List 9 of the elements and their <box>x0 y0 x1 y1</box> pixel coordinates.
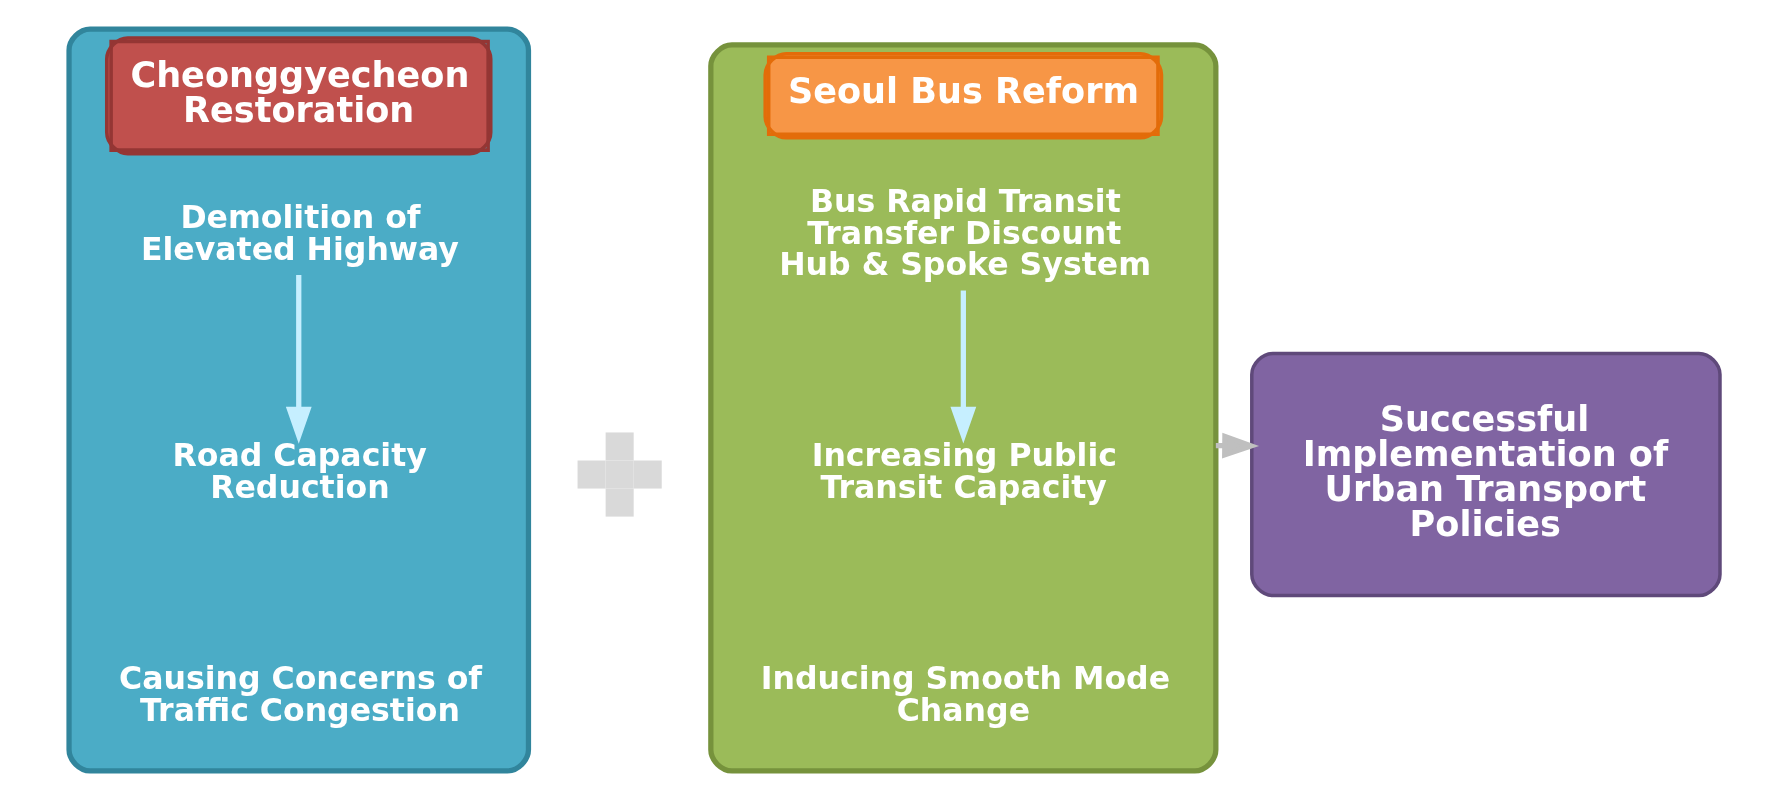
node-text: Road Capacity Reduction <box>172 437 427 506</box>
node-text: Inducing Smooth Mode Change <box>760 660 1171 728</box>
node-text: Causing Concerns of Traffic Congestion <box>119 660 483 728</box>
arrow <box>950 290 977 444</box>
node-text: Bus Rapid Transit Transfer Discount Hub & Spoke System <box>779 183 1152 283</box>
arrow <box>285 275 312 444</box>
node-text: Increasing Public Transit Capacity <box>811 437 1117 506</box>
node-text: Demolition of Elevated Highway <box>140 198 459 267</box>
node-box: Successful Implementation of Urban Transport Policies <box>1250 351 1722 598</box>
